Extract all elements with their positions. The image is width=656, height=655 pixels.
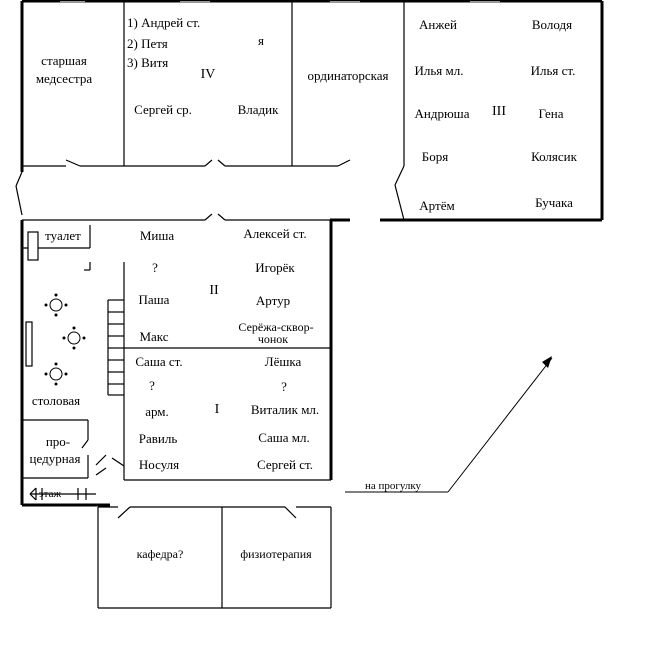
ward2-left-1: Миша bbox=[140, 228, 175, 243]
ward1-left-3: арм. bbox=[145, 404, 169, 419]
ward3-left-2: Илья мл. bbox=[415, 63, 464, 78]
ward2-right-2: Игорёк bbox=[255, 260, 295, 275]
ward3-right-4: Колясик bbox=[531, 149, 578, 164]
ward1-left-1: Саша ст. bbox=[135, 354, 182, 369]
ward4-me: я bbox=[258, 33, 264, 48]
dining-label: столовая bbox=[32, 393, 80, 408]
lower-block-walls bbox=[22, 225, 331, 501]
staff-room-label: ординаторская bbox=[308, 68, 389, 83]
procedure-label-line2: цедурная bbox=[30, 451, 81, 466]
ward3-right-2: Илья ст. bbox=[531, 63, 576, 78]
ward2-left-4: Макс bbox=[139, 329, 168, 344]
stairs-label: этаж bbox=[39, 488, 62, 500]
ward2-number: II bbox=[209, 283, 219, 298]
ward3-number: III bbox=[492, 104, 506, 119]
top-rooms-walls bbox=[15, 2, 405, 221]
ward1-left-2: ? bbox=[149, 378, 155, 393]
ward4-vladik: Владик bbox=[238, 102, 279, 117]
ward1-right-2: ? bbox=[281, 379, 287, 394]
department-label: кафедра? bbox=[137, 547, 184, 561]
ward3-left-1: Анжей bbox=[419, 17, 457, 32]
walk-arrow-icon bbox=[542, 356, 552, 368]
ward4-list-item-2: 2) Петя bbox=[127, 36, 168, 51]
ward1-right-4: Саша мл. bbox=[258, 430, 309, 445]
dining-chairs bbox=[44, 293, 86, 386]
ward4-list-item-3: 3) Витя bbox=[127, 55, 168, 70]
ward1-right-3: Виталик мл. bbox=[251, 402, 319, 417]
physiotherapy-label: физиотерапия bbox=[240, 547, 312, 561]
head-nurse-label-line2: медсестра bbox=[36, 71, 93, 86]
ward1-right-1: Лёшка bbox=[265, 354, 302, 369]
head-nurse-label-line1: старшая bbox=[41, 53, 87, 68]
dining-tables bbox=[49, 298, 81, 381]
toilet-label: туалет bbox=[45, 228, 81, 243]
ward4-number: IV bbox=[201, 67, 216, 82]
ward2-right-4-line1: Серёжа-сквор- bbox=[238, 320, 313, 334]
ward2-right-4-line2: чонок bbox=[258, 332, 288, 346]
ward3-right-1: Володя bbox=[532, 17, 572, 32]
ward4-sergey: Сергей ср. bbox=[134, 102, 192, 117]
ward4-list-item-1: 1) Андрей ст. bbox=[127, 15, 200, 30]
walk-exit-label: на прогулку bbox=[365, 480, 422, 492]
ward3-right-5: Бучака bbox=[535, 195, 573, 210]
walk-path bbox=[345, 357, 553, 493]
ward2-right-3: Артур bbox=[256, 293, 290, 308]
ward3-left-5: Артём bbox=[419, 198, 454, 213]
outer-walls bbox=[20, 0, 604, 507]
ward2-left-2: ? bbox=[152, 260, 158, 275]
bottom-rooms-walls bbox=[97, 506, 332, 609]
ward3-right-3: Гена bbox=[538, 106, 563, 121]
ward1-right-5: Сергей ст. bbox=[257, 457, 313, 472]
procedure-label-line1: про- bbox=[46, 434, 70, 449]
ward3-left-4: Боря bbox=[422, 149, 448, 164]
ward1-number: I bbox=[215, 402, 220, 417]
ward3-left-3: Андрюша bbox=[415, 106, 470, 121]
ward1-left-5: Носуля bbox=[139, 457, 179, 472]
ward2-right-1: Алексей ст. bbox=[243, 226, 306, 241]
ward1-left-4: Равиль bbox=[139, 431, 178, 446]
ward2-left-3: Паша bbox=[139, 292, 170, 307]
